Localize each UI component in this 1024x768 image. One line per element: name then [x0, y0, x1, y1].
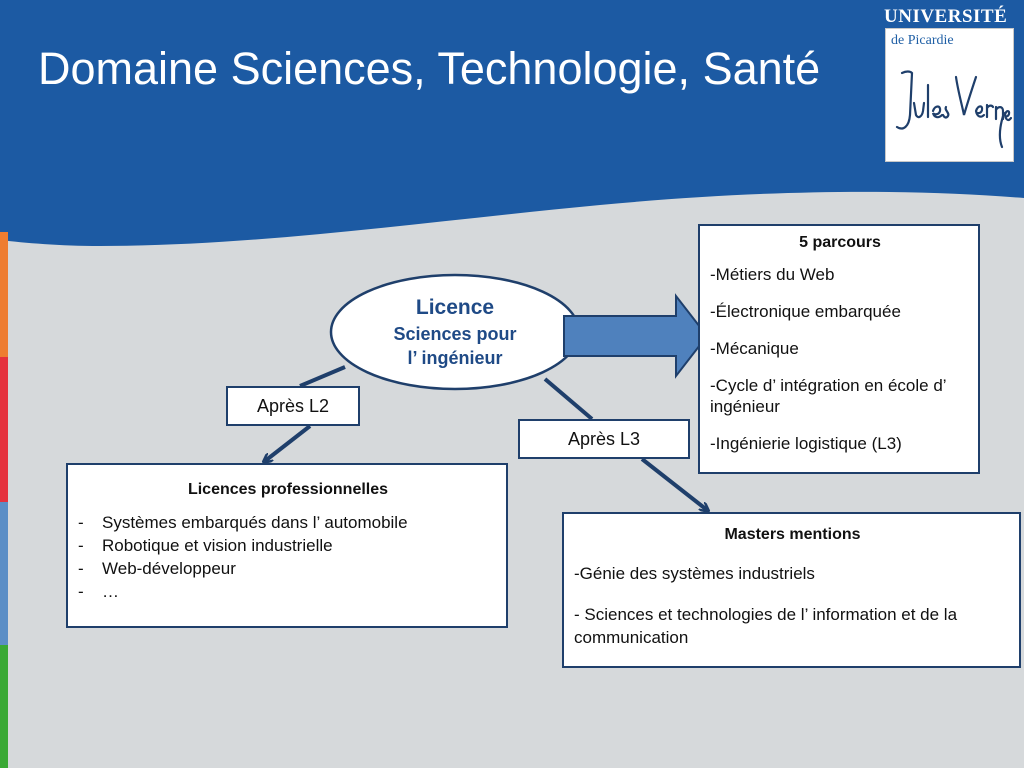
arrow-l2-to-pro	[265, 424, 312, 461]
licence-label: Licence Sciences pour l’ ingénieur	[335, 294, 575, 370]
slide-title: Domaine Sciences, Technologie, Santé	[38, 43, 821, 94]
pro-licence-item: -Web-développeur	[78, 557, 498, 580]
stripe-red	[0, 357, 8, 502]
pro-licence-item: -Systèmes embarqués dans l’ automobile	[78, 511, 498, 534]
pro-licence-item: - …	[78, 580, 498, 603]
connector-licence-l3	[543, 377, 594, 421]
list-dash: -	[78, 536, 84, 555]
pro-licence-text: …	[102, 582, 119, 601]
stripe-orange	[0, 232, 8, 357]
parcours-item: -Électronique embarquée	[710, 302, 901, 321]
jules-verne-signature	[895, 70, 1013, 149]
university-logo: UNIVERSITÉ de Picardie	[880, 2, 1018, 164]
masters-item: - Sciences et technologies de l’ informa…	[574, 605, 958, 647]
masters-box: Masters mentions -Génie des systèmes ind…	[562, 512, 1021, 668]
parcours-item: -Cycle d’ intégration en école d’ ingéni…	[710, 376, 946, 416]
parcours-title: 5 parcours	[799, 234, 881, 251]
pro-licence-text: Robotique et vision industrielle	[102, 536, 333, 555]
pro-licences-list: -Systèmes embarqués dans l’ automobile -…	[78, 511, 498, 603]
pro-licences-box: Licences professionnelles -Systèmes emba…	[66, 463, 508, 628]
list-dash: -	[78, 559, 84, 578]
pro-licence-item: -Robotique et vision industrielle	[78, 534, 498, 557]
list-dash: -	[78, 513, 84, 532]
header-banner	[0, 0, 1024, 246]
logo-subtitle: de Picardie	[891, 33, 954, 48]
masters-item: -Génie des systèmes industriels	[574, 564, 815, 583]
pro-licence-text: Systèmes embarqués dans l’ automobile	[102, 513, 408, 532]
logo-box: de Picardie	[885, 28, 1014, 162]
pro-licence-text: Web-développeur	[102, 559, 236, 578]
stripe-green	[0, 645, 8, 768]
parcours-item: -Mécanique	[710, 339, 799, 358]
licence-line2: Sciences pour	[393, 324, 517, 344]
parcours-box: 5 parcours -Métiers du Web -Électronique…	[698, 224, 980, 474]
parcours-item: -Métiers du Web	[710, 265, 835, 284]
parcours-item: -Ingénierie logistique (L3)	[710, 434, 902, 453]
list-dash: -	[78, 582, 84, 601]
pro-licences-title: Licences professionnelles	[187, 481, 389, 498]
parcours-list: -Métiers du Web -Électronique embarquée …	[710, 264, 970, 454]
licence-title: Licence	[415, 296, 495, 319]
logo-university-text: UNIVERSITÉ	[884, 6, 1008, 27]
masters-title: Masters mentions	[724, 526, 861, 543]
stripe-blue	[0, 502, 8, 645]
block-arrow-to-parcours	[563, 293, 709, 379]
licence-line3: l’ ingénieur	[407, 348, 503, 368]
after-l3-label: Après L3	[518, 419, 690, 459]
after-l2-label: Après L2	[226, 386, 360, 426]
masters-list: -Génie des systèmes industriels - Scienc…	[574, 562, 1011, 649]
